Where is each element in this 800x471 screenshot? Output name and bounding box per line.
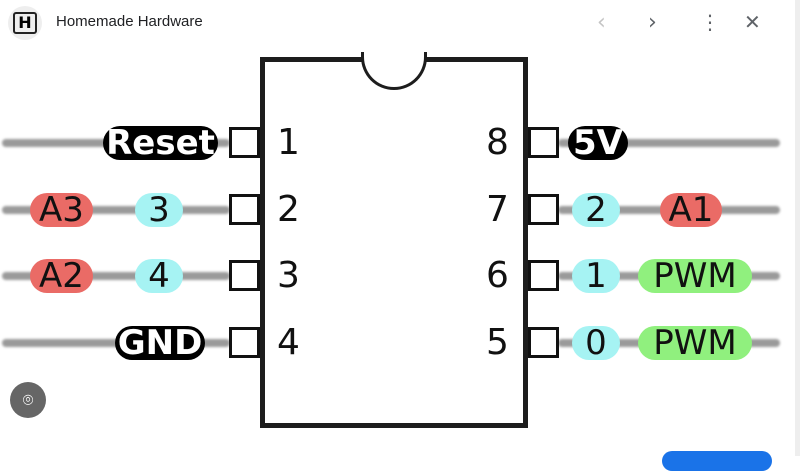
label-pwm: PWM [638,326,752,360]
label-digital: 2 [572,193,620,227]
label-analog: A3 [30,193,93,227]
pin-number: 8 [486,122,509,163]
label-digital: 1 [572,259,620,293]
wire [2,272,230,280]
label-gnd: GND [115,326,205,360]
label-analog: A2 [30,259,93,293]
label-digital: 0 [572,326,620,360]
wire [2,206,230,214]
pin-number: 4 [277,322,300,363]
pin-number: 2 [277,189,300,230]
label-digital: 3 [135,193,183,227]
pin-number: 6 [486,255,509,296]
scrollbar[interactable] [795,0,800,456]
pin-pad [229,127,260,158]
pin-number: 1 [277,122,300,163]
label-digital: 4 [135,259,183,293]
close-icon[interactable]: ✕ [744,10,761,34]
site-title[interactable]: Homemade Hardware [56,13,203,30]
more-vert-icon[interactable]: ⋮ [700,10,720,34]
pin-pad [229,194,260,225]
google-lens-icon[interactable]: ⌾ [10,382,46,418]
label-5v: 5V [568,126,628,160]
label-pwm: PWM [638,259,752,293]
pin-pad [528,260,559,291]
visit-button[interactable] [662,451,772,471]
chevron-left-icon[interactable]: ‹ [597,10,606,35]
ic-chip-body [260,57,528,428]
label-reset: Reset [103,126,218,160]
site-logo: H [8,6,42,40]
wire [558,139,780,147]
pin-number: 5 [486,322,509,363]
pin-pad [528,127,559,158]
pin-pad [229,260,260,291]
pin-pad [229,327,260,358]
label-analog: A1 [660,193,722,227]
pin-pad [528,327,559,358]
pin-number: 3 [277,255,300,296]
pin-number: 7 [486,189,509,230]
chevron-right-icon[interactable]: › [648,10,657,35]
pin-pad [528,194,559,225]
